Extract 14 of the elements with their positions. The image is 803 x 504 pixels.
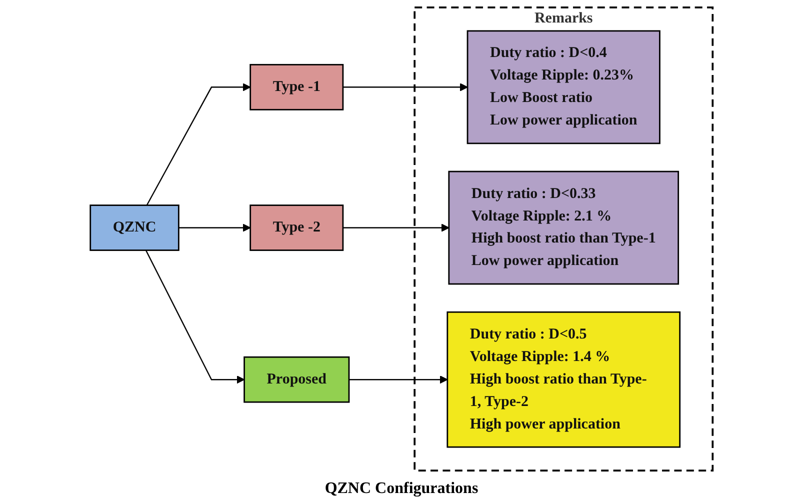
arrow (349, 375, 448, 384)
arrow (178, 224, 251, 232)
arrow (145, 250, 245, 384)
arrow (342, 224, 450, 232)
node-box: Duty ratio : D<0.4 Voltage Ripple: 0.23% Low Boost ratio Low power application (466, 30, 660, 144)
arrow (342, 83, 468, 92)
node-box: Proposed (244, 356, 350, 403)
node-box: Duty ratio : D<0.33 Voltage Ripple: 2.1 % High boost ratio than Type-1 Low power application (448, 170, 680, 285)
node-box: QZNC (90, 204, 180, 251)
node-box: Type -1 (250, 64, 344, 110)
node-box: Type -2 (250, 204, 344, 251)
arrow (146, 83, 251, 206)
node-box: Duty ratio : D<0.5 Voltage Ripple: 1.4 % High boost ratio than Type-1, Type-2 High power application (446, 311, 681, 448)
caption-text: QZNC Configurations (324, 480, 478, 498)
